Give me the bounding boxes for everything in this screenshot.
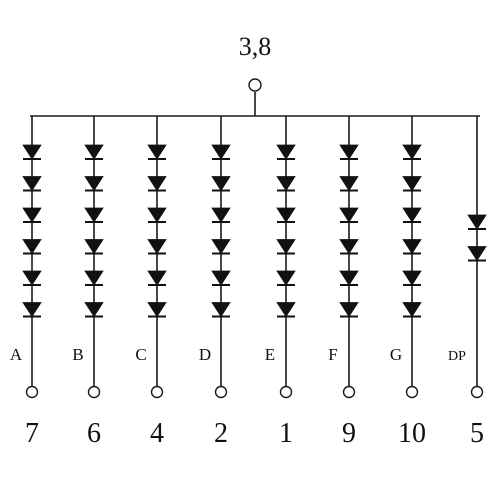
- diode-triangle: [147, 270, 167, 286]
- diode-triangle: [339, 144, 359, 160]
- diode-triangle: [211, 302, 231, 318]
- diode-triangle: [339, 302, 359, 318]
- segment-b-terminal: [87, 385, 101, 399]
- segment-label: D: [199, 345, 211, 364]
- segment-a: A7: [10, 116, 42, 449]
- diode-triangle: [211, 239, 231, 255]
- diode-triangle: [147, 144, 167, 160]
- diode-triangle: [22, 239, 42, 255]
- pin-number: 2: [214, 418, 228, 449]
- diode-triangle: [147, 239, 167, 255]
- diode-triangle: [147, 176, 167, 192]
- diode-triangle: [84, 176, 104, 192]
- segment-f: F9: [328, 116, 359, 449]
- segment-f-terminal: [342, 385, 356, 399]
- pin-number: 6: [87, 418, 101, 449]
- segment-g: G 10: [390, 116, 426, 449]
- common-anode: 3,8: [30, 32, 480, 117]
- diode-triangle: [22, 176, 42, 192]
- diode-triangle: [211, 207, 231, 223]
- segment-d: D2: [199, 116, 231, 449]
- segment-c: C4: [135, 116, 167, 449]
- diode-triangle: [84, 239, 104, 255]
- pin-number: 1: [279, 418, 293, 449]
- diode-triangle: [211, 270, 231, 286]
- diode-triangle: [402, 239, 422, 255]
- segment-e: E1: [265, 116, 296, 449]
- diode-triangle: [276, 302, 296, 318]
- segment-b: B6: [72, 116, 104, 449]
- segment-g-terminal: [405, 385, 419, 399]
- diode-triangle: [402, 302, 422, 318]
- segment-label: A: [10, 345, 23, 364]
- segment-label: C: [135, 345, 146, 364]
- pin-number: 9: [342, 418, 356, 449]
- pin-number: 5: [470, 418, 484, 449]
- segment-d-terminal: [214, 385, 228, 399]
- diode-triangle: [276, 176, 296, 192]
- diode-triangle: [22, 302, 42, 318]
- common-terminal: [248, 78, 262, 92]
- diode-triangle: [84, 302, 104, 318]
- diode-triangle: [84, 207, 104, 223]
- segment-label: B: [72, 345, 83, 364]
- diode-triangle: [467, 214, 487, 230]
- segment-label: E: [265, 345, 275, 364]
- segment-c-terminal: [150, 385, 164, 399]
- diode-triangle: [276, 207, 296, 223]
- diode-triangle: [339, 207, 359, 223]
- diode-triangle: [147, 207, 167, 223]
- pin-number: 4: [150, 418, 164, 449]
- segment-a-terminal: [25, 385, 39, 399]
- diode-triangle: [402, 207, 422, 223]
- diode-triangle: [402, 270, 422, 286]
- pin-number: 10: [398, 418, 426, 449]
- segment-label: F: [328, 345, 337, 364]
- diode-triangle: [211, 176, 231, 192]
- diode-triangle: [276, 144, 296, 160]
- diode-triangle: [22, 144, 42, 160]
- common-pin-label: 3,8: [239, 32, 272, 61]
- diode-triangle: [339, 270, 359, 286]
- pin-number: 7: [25, 418, 39, 449]
- diode-triangle: [402, 176, 422, 192]
- segment-e-terminal: [279, 385, 293, 399]
- segment-dp-terminal: [470, 385, 484, 399]
- diode-triangle: [211, 144, 231, 160]
- diode-triangle: [467, 246, 487, 262]
- diode-triangle: [22, 270, 42, 286]
- segment-label: G: [390, 345, 402, 364]
- diode-triangle: [339, 239, 359, 255]
- diode-triangle: [276, 270, 296, 286]
- diode-triangle: [84, 144, 104, 160]
- diode-triangle: [22, 207, 42, 223]
- diode-triangle: [84, 270, 104, 286]
- diode-triangle: [276, 239, 296, 255]
- segment-label: DP: [448, 349, 466, 364]
- diode-triangle: [339, 176, 359, 192]
- diode-triangle: [402, 144, 422, 160]
- segment-dp: DP 5: [448, 116, 487, 449]
- diode-triangle: [147, 302, 167, 318]
